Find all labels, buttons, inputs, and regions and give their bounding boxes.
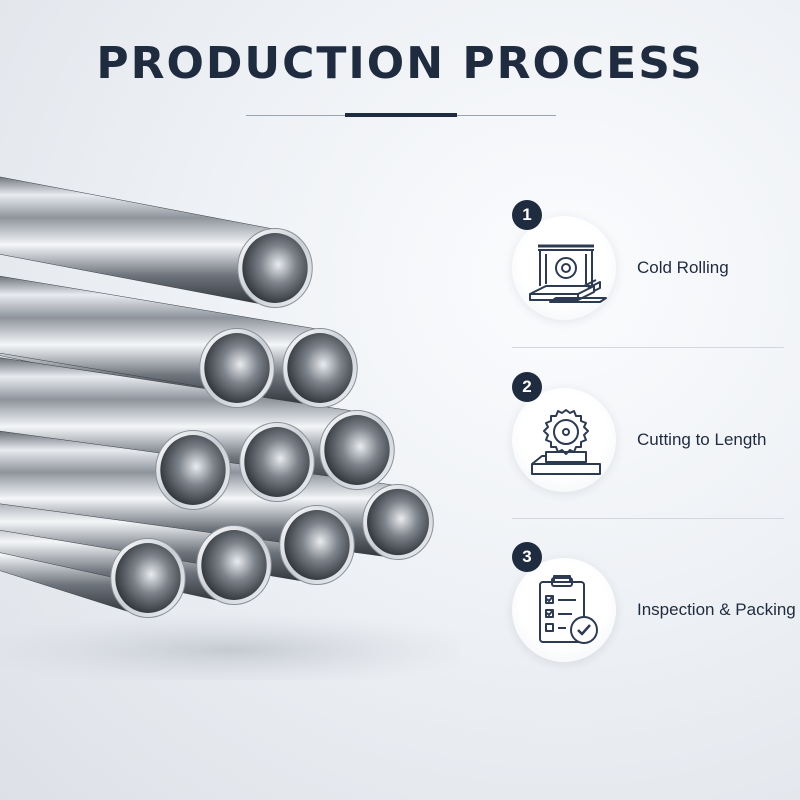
step-divider [512, 347, 784, 348]
step-cutting-to-length: 2 Cutting to Length [512, 372, 800, 492]
step-inspection-packing: 3 Inspection & Packing [512, 542, 800, 662]
pipe-opening [204, 333, 270, 403]
step-number-badge: 1 [512, 200, 542, 230]
step-number-badge: 2 [512, 372, 542, 402]
step-divider [512, 518, 784, 519]
step-number-badge: 3 [512, 542, 542, 572]
pipe-opening [287, 333, 353, 403]
pipe-opening [324, 415, 390, 485]
steel-pipes-image [0, 176, 460, 680]
pipe-opening [244, 427, 310, 497]
circular-saw-icon [531, 409, 601, 475]
pipe-opening [367, 488, 429, 556]
page-title: PRODUCTION PROCESS [96, 38, 704, 89]
pipe-opening [242, 233, 308, 303]
step-cold-rolling: 1 Cold Rolling [512, 200, 800, 320]
pipe-opening [115, 543, 181, 613]
rolling-machine-icon [529, 244, 607, 303]
step-label: Cold Rolling [637, 258, 729, 277]
pipe-opening [160, 435, 226, 505]
step-label: Cutting to Length [637, 430, 767, 449]
pipe-opening [284, 510, 350, 580]
step-label: Inspection & Packing [637, 600, 796, 619]
checklist-clipboard-icon [539, 575, 598, 644]
pipe-opening [201, 530, 267, 600]
title-underline-accent [345, 113, 457, 117]
